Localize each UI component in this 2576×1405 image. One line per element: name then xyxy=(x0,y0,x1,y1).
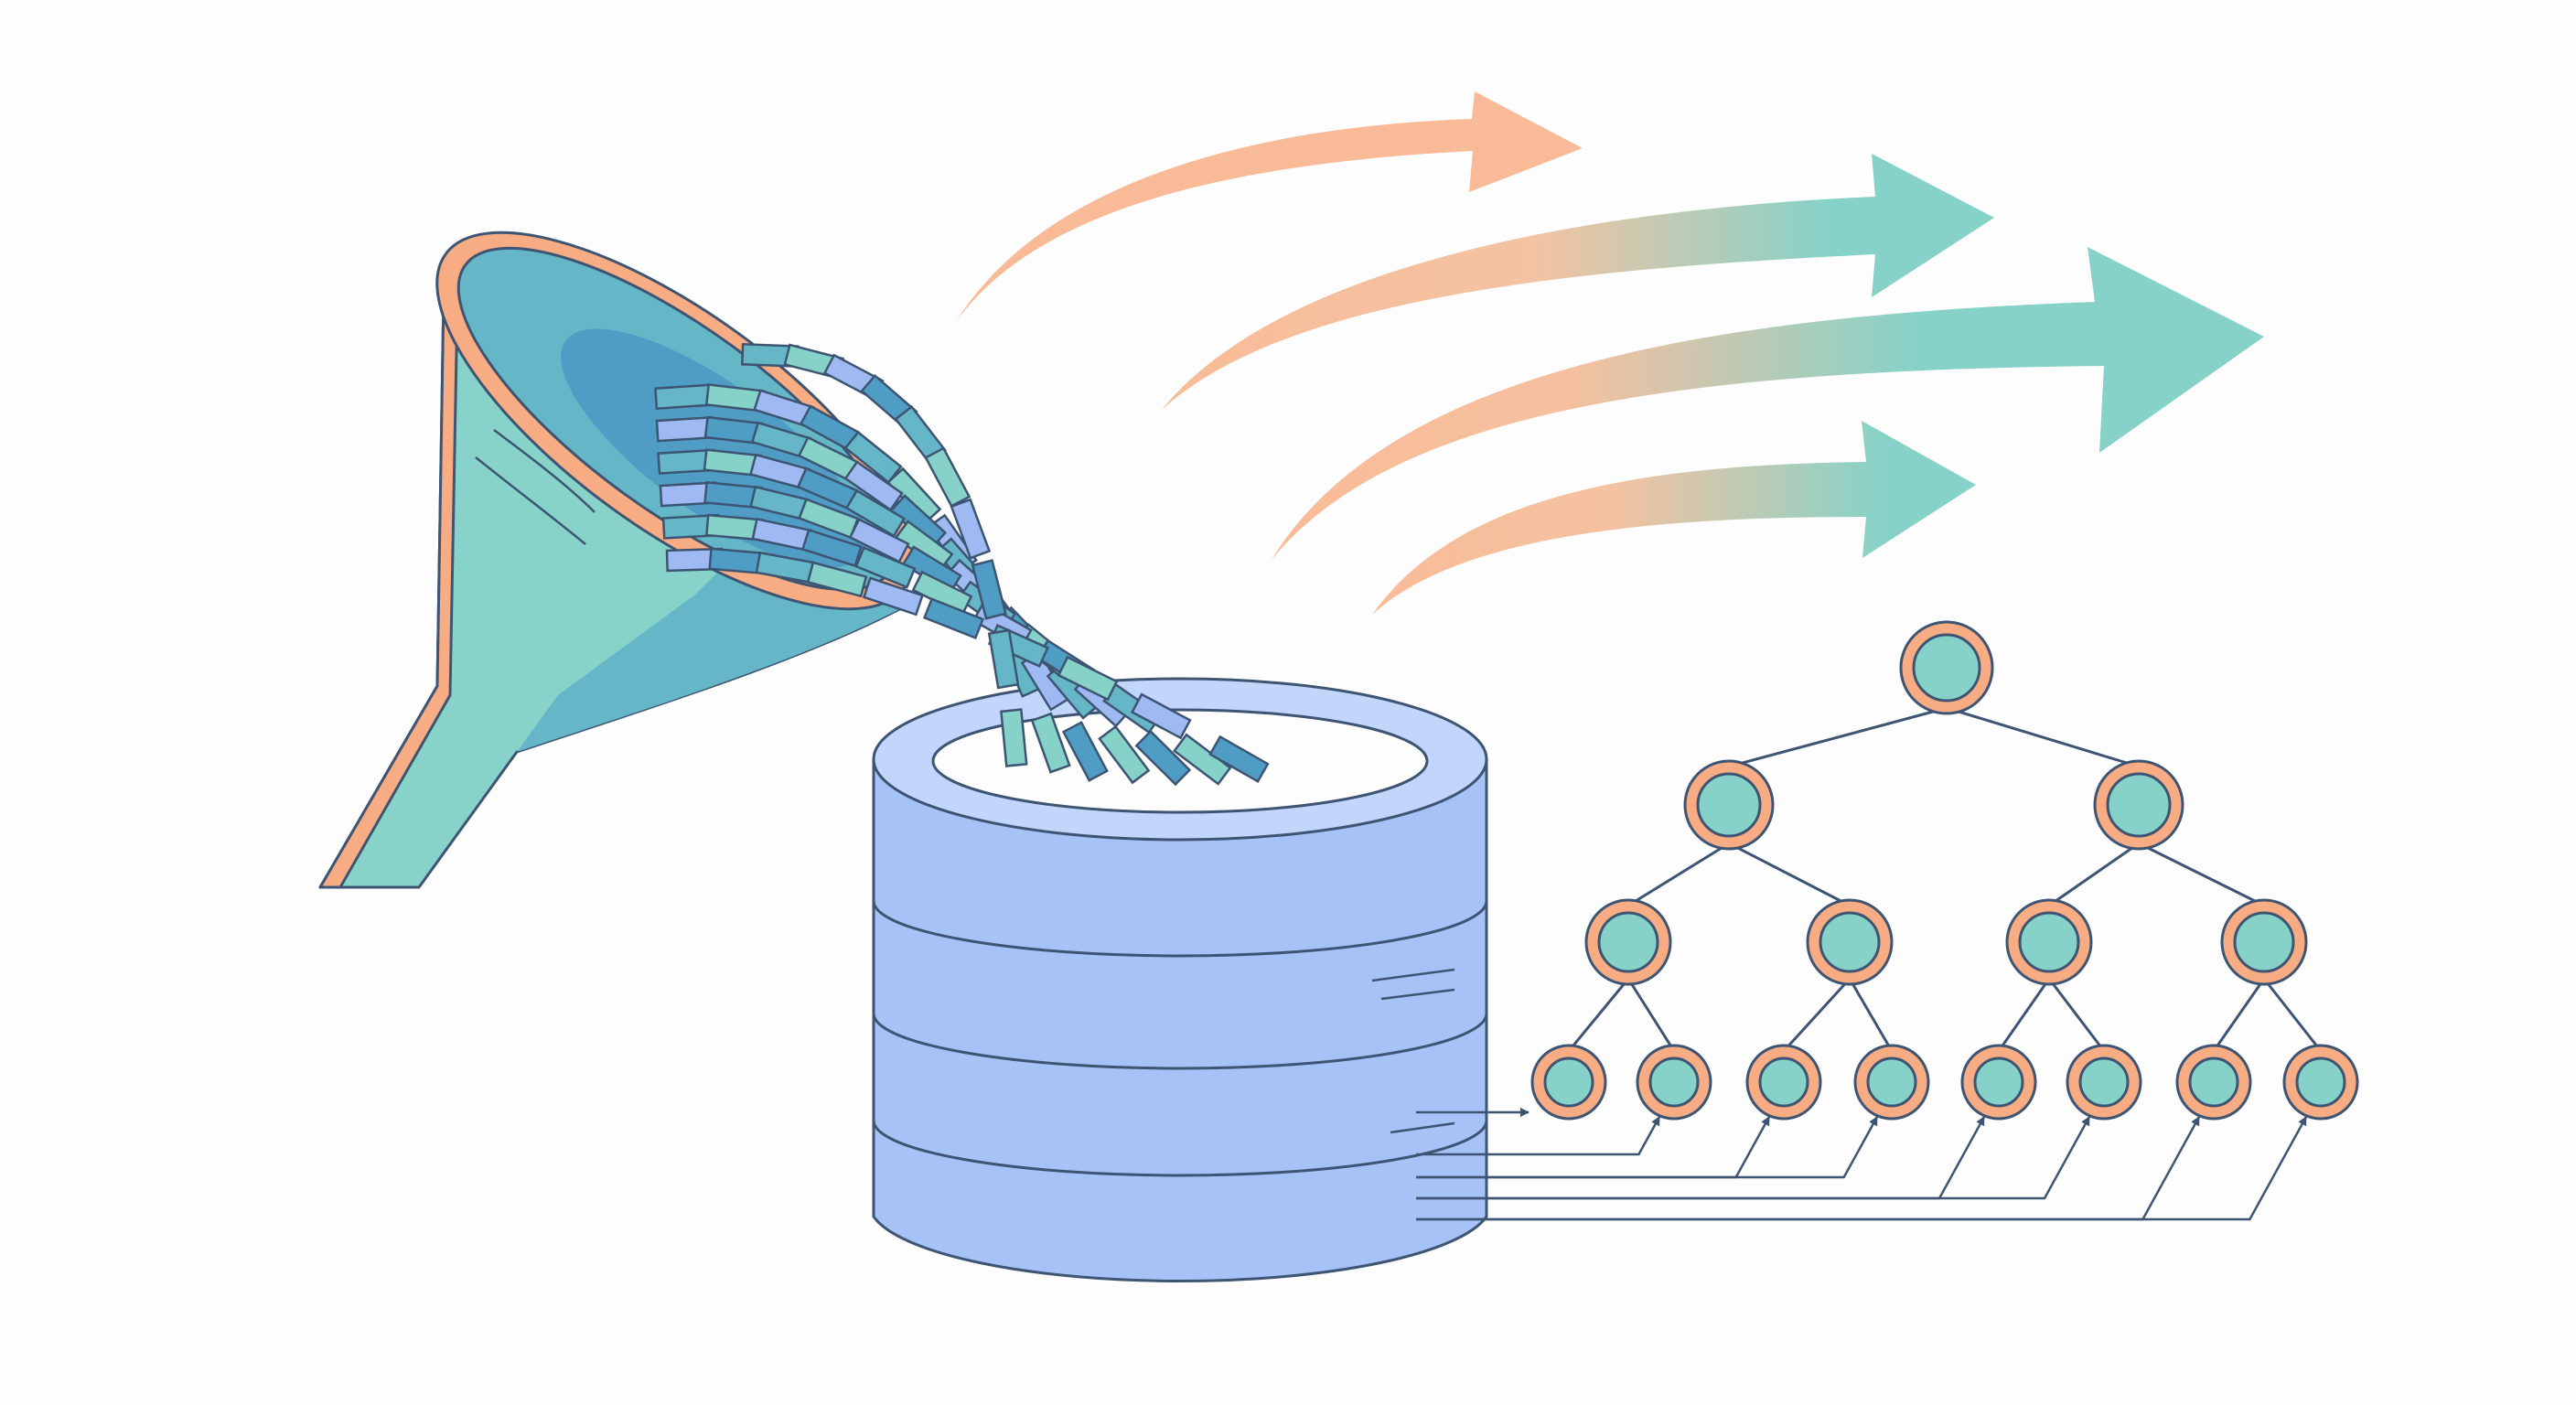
data-route-line xyxy=(1416,1116,2308,1221)
tree-node-core xyxy=(2233,911,2295,973)
data-block xyxy=(1057,655,1119,702)
tree-node-core xyxy=(2295,1056,2346,1108)
data-block xyxy=(1134,729,1192,787)
data-block xyxy=(854,546,917,589)
database-icon xyxy=(872,677,1488,1282)
tree-edge xyxy=(2262,978,2323,1052)
data-block xyxy=(924,446,971,509)
tree-edge xyxy=(1997,978,2051,1052)
tree-node-core xyxy=(1648,1056,1700,1108)
arrow-icon xyxy=(956,91,1583,322)
data-block xyxy=(843,460,904,512)
data-route-line xyxy=(1416,1116,1879,1179)
flow-arrows xyxy=(956,91,2264,615)
tree-edges xyxy=(1567,706,2323,1053)
tree-edge xyxy=(2138,842,2265,907)
tree-edge xyxy=(2047,978,2106,1052)
data-block xyxy=(800,528,863,568)
tree-edge xyxy=(2212,978,2266,1052)
data-block xyxy=(1000,708,1028,767)
database-tree-links xyxy=(1416,1108,2308,1221)
data-block xyxy=(844,488,907,538)
tree-node-core xyxy=(2018,911,2080,973)
arrow-icon xyxy=(1272,247,2264,560)
tree-node-core xyxy=(1912,633,1981,702)
data-block xyxy=(1130,692,1192,740)
tree-node-core xyxy=(1543,1056,1594,1108)
data-block xyxy=(971,559,1007,620)
data-route-line xyxy=(1416,1116,1661,1156)
tree-edge xyxy=(2048,842,2140,907)
data-block xyxy=(987,628,1020,690)
data-block xyxy=(1208,735,1270,784)
data-stream-icon xyxy=(654,342,1270,787)
data-block xyxy=(922,597,985,639)
tree-node-core xyxy=(1819,911,1881,973)
tree-node-core xyxy=(1696,772,1762,838)
tree-node-core xyxy=(2106,772,2172,838)
data-block xyxy=(1061,721,1109,782)
data-block xyxy=(1030,712,1071,774)
tree-node-core xyxy=(1973,1056,2024,1108)
tree-edge xyxy=(1728,706,1948,768)
tree-edge xyxy=(1626,978,1676,1052)
tree-edge xyxy=(1848,978,1894,1052)
tree-edge xyxy=(1946,706,2140,768)
data-block xyxy=(950,498,992,560)
arrow-icon xyxy=(1372,421,1976,615)
data-block xyxy=(1172,733,1232,786)
data-block xyxy=(862,576,924,617)
data-block xyxy=(848,518,910,563)
data-block xyxy=(806,561,868,598)
data-block xyxy=(1098,724,1151,785)
data-route-line xyxy=(1416,1116,2091,1200)
tree-node-core xyxy=(1866,1056,1917,1108)
data-route-line xyxy=(1416,1116,1986,1200)
tree-node-core xyxy=(2188,1056,2239,1108)
tree-node-core xyxy=(1597,911,1659,973)
data-block xyxy=(654,383,714,410)
data-block xyxy=(843,430,903,484)
tree-node-core xyxy=(2078,1056,2130,1108)
tree-edge xyxy=(1728,842,1851,907)
tree-edge xyxy=(1567,978,1630,1052)
tree-hierarchy-icon xyxy=(1530,620,2359,1121)
arrow-icon xyxy=(1162,154,1994,410)
tree-node-core xyxy=(1758,1056,1809,1108)
tree-edge xyxy=(1627,842,1730,907)
tree-edge xyxy=(1782,977,1852,1053)
